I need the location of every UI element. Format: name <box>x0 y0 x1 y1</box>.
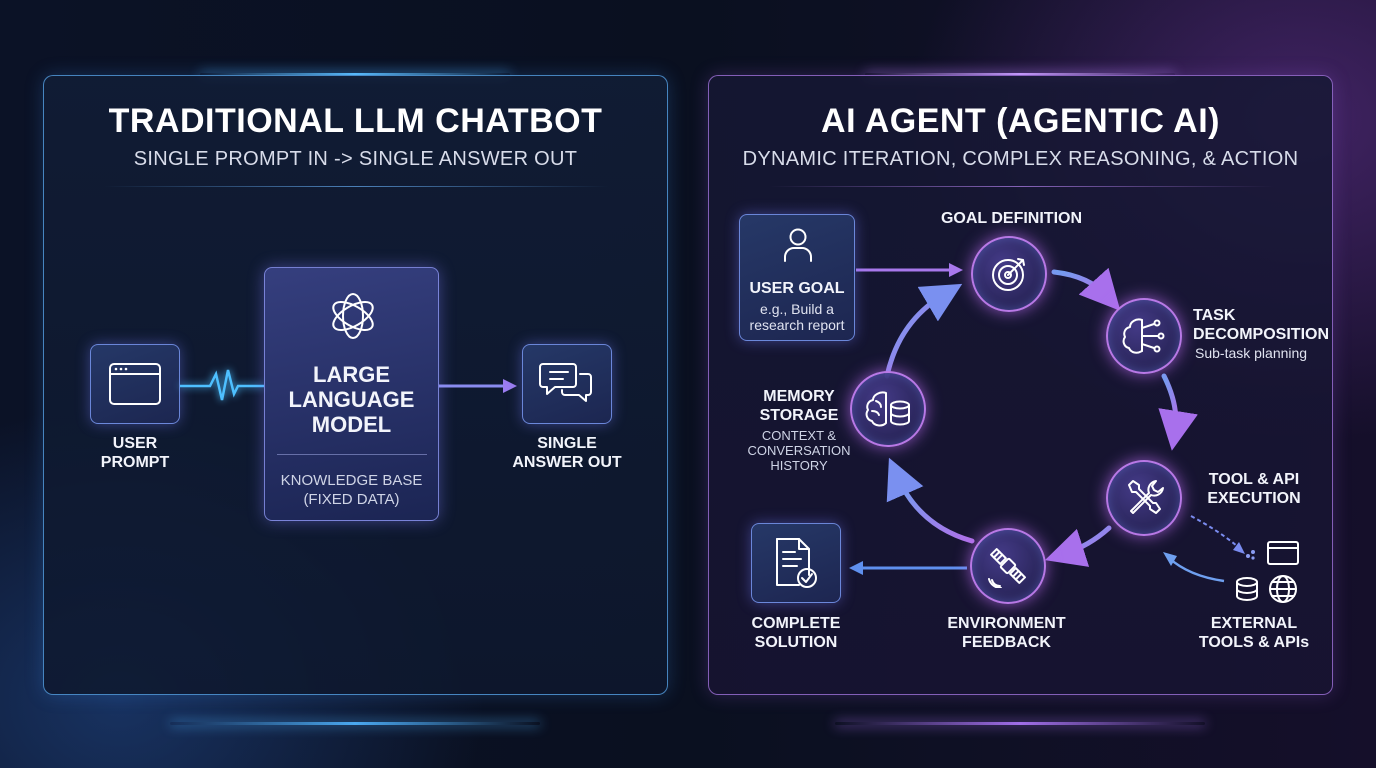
brain-circuit-icon <box>1122 318 1165 354</box>
user-icon <box>784 228 812 262</box>
user-goal-title: USER GOAL <box>749 280 845 297</box>
task-decomposition-label: TASK DECOMPOSITION <box>1193 307 1330 343</box>
right-top-glow <box>865 73 1175 76</box>
goal-definition-label: GOAL DEFINITION <box>940 210 1083 227</box>
environment-feedback-node <box>970 528 1046 604</box>
llm-divider <box>277 454 427 455</box>
memory-storage-label: MEMORY STORAGE <box>759 388 839 424</box>
openai-logo-icon <box>332 293 374 339</box>
external-tools-label: EXTERNAL TOOLS & APIs <box>1198 615 1310 651</box>
right-bottom-glow <box>835 722 1205 725</box>
answer-label: SINGLE ANSWER OUT <box>512 435 622 471</box>
memory-storage-sub: CONTEXT & CONVERSATION HISTORY <box>747 428 851 473</box>
environment-feedback-label: ENVIRONMENT FEEDBACK <box>947 615 1066 651</box>
complete-solution-box <box>751 523 841 603</box>
left-panel-subtitle: SINGLE PROMPT IN -> SINGLE ANSWER OUT <box>133 148 578 170</box>
external-tools-icons <box>1236 541 1299 603</box>
user-prompt-box <box>90 344 180 424</box>
satellite-icon <box>988 548 1026 588</box>
complete-solution-label: COMPLETE SOLUTION <box>751 615 841 651</box>
memory-storage-node <box>850 371 926 447</box>
left-separator <box>104 186 609 187</box>
brain-database-icon <box>865 391 910 427</box>
right-panel-title: AI AGENT (AGENTIC AI) <box>821 102 1220 140</box>
database-icon <box>1236 577 1258 601</box>
traditional-llm-panel: TRADITIONAL LLM CHATBOT SINGLE PROMPT IN… <box>43 75 668 695</box>
small-browser-icon <box>1267 541 1299 565</box>
cycle-arrows <box>849 263 1245 583</box>
left-top-glow <box>200 73 510 76</box>
ai-agent-panel: AI AGENT (AGENTIC AI) DYNAMIC ITERATION,… <box>708 75 1333 695</box>
user-goal-box: USER GOAL e.g., Build a research report <box>739 214 855 341</box>
target-icon <box>992 258 1025 291</box>
right-panel-subtitle: DYNAMIC ITERATION, COMPLEX REASONING, & … <box>742 148 1299 170</box>
llm-caption: KNOWLEDGE BASE (FIXED DATA) <box>280 472 423 508</box>
llm-box: LARGE LANGUAGE MODEL KNOWLEDGE BASE (FIX… <box>264 267 439 521</box>
answer-box <box>522 344 612 424</box>
user-goal-example: e.g., Build a research report <box>749 301 845 333</box>
left-panel-title: TRADITIONAL LLM CHATBOT <box>108 102 603 140</box>
right-separator <box>769 186 1274 187</box>
browser-window-icon <box>109 363 161 405</box>
left-bottom-glow <box>170 722 540 725</box>
tool-execution-label: TOOL & API EXECUTION <box>1207 471 1301 507</box>
tool-execution-node <box>1106 460 1182 536</box>
llm-title: LARGE LANGUAGE MODEL <box>288 362 415 437</box>
goal-definition-node <box>971 236 1047 312</box>
heartbeat-icon <box>180 369 264 401</box>
user-prompt-label: USER PROMPT <box>100 435 170 471</box>
document-check-icon <box>776 538 817 588</box>
task-decomposition-sub: Sub-task planning <box>1195 345 1308 361</box>
globe-icon <box>1269 575 1297 603</box>
llm-to-answer-arrow <box>439 379 517 393</box>
chat-bubbles-icon <box>539 363 592 402</box>
task-decomposition-node <box>1106 298 1182 374</box>
tools-icon <box>1128 480 1164 514</box>
